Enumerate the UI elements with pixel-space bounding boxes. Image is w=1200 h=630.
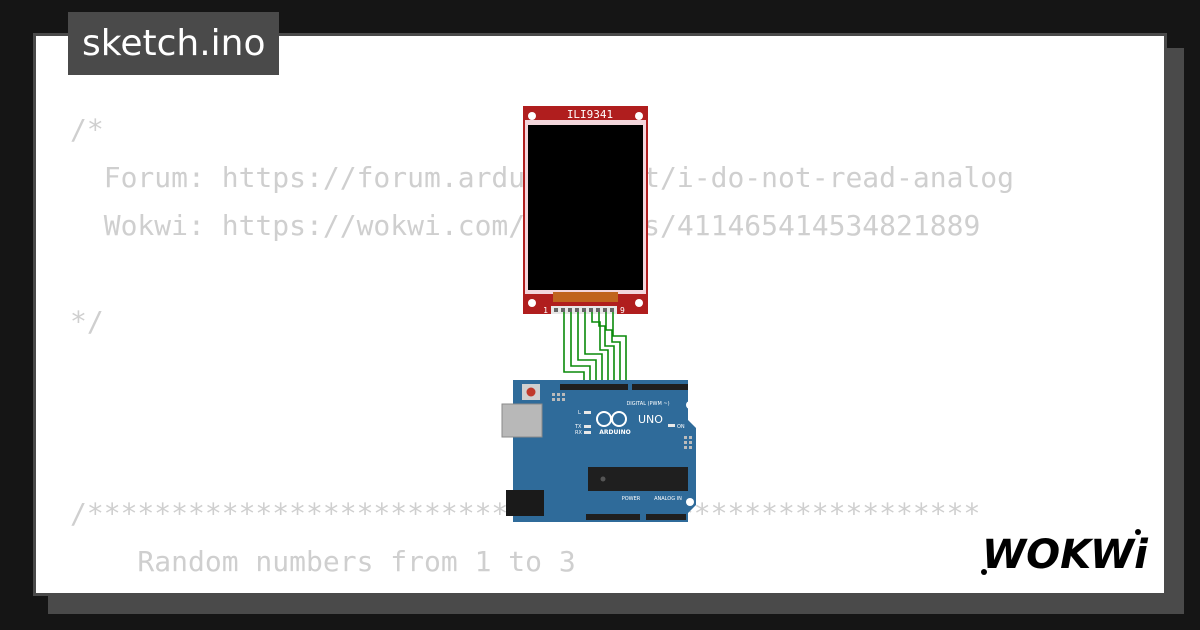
power-jack xyxy=(506,490,544,516)
led-rx-label: RX xyxy=(575,430,582,436)
led-tx-label: TX xyxy=(574,424,582,430)
arduino-uno-board[interactable]: DIGITAL (PWM ~) UNO ARDUINO L TX RX ON P… xyxy=(501,380,696,522)
digital-header-right xyxy=(632,384,688,390)
chip-notch xyxy=(600,476,606,482)
code-preview: /* Forum: https://forum.arduino.cc/t/i-d… xyxy=(70,106,1134,586)
board-model: UNO xyxy=(638,413,663,426)
analog-label: ANALOG IN xyxy=(654,496,682,502)
code-line: */ xyxy=(70,305,104,338)
power-label: POWER xyxy=(622,496,641,502)
analog-header xyxy=(646,514,686,520)
code-line: Random numbers from 1 to 3 xyxy=(70,545,576,578)
mount-hole xyxy=(686,401,694,409)
mount-hole xyxy=(635,299,643,307)
mount-hole xyxy=(528,299,536,307)
usb-connector xyxy=(501,403,543,438)
reset-button[interactable] xyxy=(526,387,536,397)
mount-hole xyxy=(686,498,694,506)
led-tx xyxy=(584,425,591,428)
arduino-logo-right xyxy=(611,411,627,427)
mount-hole xyxy=(528,112,536,120)
display-pins xyxy=(554,308,614,312)
led-l-label: L xyxy=(578,410,581,416)
led-l xyxy=(584,411,591,414)
pin-label-last: 9 xyxy=(620,306,625,315)
mount-hole xyxy=(635,112,643,120)
pin-label-first: 1 xyxy=(543,306,548,315)
file-name-tab[interactable]: sketch.ino xyxy=(68,12,280,75)
ili9341-display[interactable]: ILI9341 1 9 xyxy=(523,106,648,315)
display-screen xyxy=(528,125,643,290)
led-rx xyxy=(584,431,591,434)
power-header xyxy=(586,514,640,520)
wires[interactable] xyxy=(563,312,627,384)
digital-label: DIGITAL (PWM ~) xyxy=(626,401,669,407)
board-brand: ARDUINO xyxy=(599,429,630,436)
display-label: ILI9341 xyxy=(567,108,613,121)
digital-header-left xyxy=(560,384,628,390)
on-label: ON xyxy=(677,424,685,430)
code-line: /* xyxy=(70,113,104,146)
led-on xyxy=(668,424,675,427)
logo-text: WOKWi xyxy=(982,532,1149,578)
display-ribbon xyxy=(553,292,618,302)
wokwi-logo-icon: WOKWi xyxy=(981,529,1149,578)
icsp-header xyxy=(552,393,692,449)
